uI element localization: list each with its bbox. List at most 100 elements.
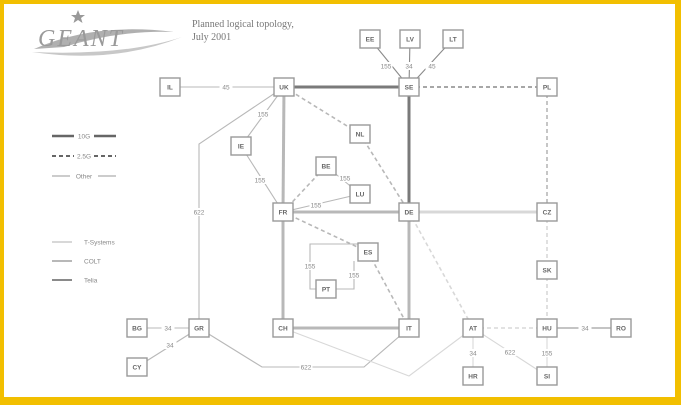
node-es[interactable]: ES <box>357 242 379 262</box>
node-box <box>398 77 420 97</box>
node-box <box>315 156 337 176</box>
logo-swoosh <box>34 29 174 49</box>
node-bg[interactable]: BG <box>126 318 148 338</box>
nodes-layer: IL UK SE EE LV LT PL IE NL BE LU FR DE CZ ES PT SK BG GR CH… <box>126 29 632 386</box>
node-pl[interactable]: PL <box>536 77 558 97</box>
node-label: SK <box>542 267 551 274</box>
node-be[interactable]: BE <box>315 156 337 176</box>
edge-label-bg <box>161 324 175 332</box>
diagram-frame: GEANT Planned logical topology, July 200… <box>4 4 675 397</box>
edge-label-ie-fr: 155 <box>255 177 266 184</box>
node-box <box>315 279 337 299</box>
edge-label-at-hr: 34 <box>469 350 477 357</box>
edge-label-bg <box>253 176 267 184</box>
node-label: UK <box>279 84 289 91</box>
node-ch[interactable]: CH <box>272 318 294 338</box>
edge-label-uk-gr: 622 <box>194 209 205 216</box>
node-box <box>610 318 632 338</box>
diagram-title-line2: July 2001 <box>192 32 231 43</box>
node-cz[interactable]: CZ <box>536 202 558 222</box>
node-box <box>462 366 484 386</box>
node-box <box>399 29 421 49</box>
node-box <box>462 318 484 338</box>
node-si[interactable]: SI <box>536 366 558 386</box>
node-label: PT <box>322 286 330 293</box>
node-box <box>188 318 210 338</box>
edge-label-at-si: 622 <box>505 349 516 356</box>
link-gr-it <box>198 327 410 368</box>
legend: 10G 2.5G Other T-Systems COLT Telia <box>52 132 116 285</box>
edge-label-hu-ro: 34 <box>581 325 589 332</box>
node-lv[interactable]: LV <box>399 29 421 49</box>
node-label: FR <box>279 209 288 216</box>
node-box <box>272 202 294 222</box>
edge-label-bg <box>309 201 323 209</box>
edge-label-bg <box>303 262 317 270</box>
node-label: PL <box>543 84 551 91</box>
node-label: NL <box>356 131 365 138</box>
node-box <box>536 366 558 386</box>
node-label: LT <box>449 36 456 43</box>
node-label: IE <box>238 143 245 150</box>
node-de[interactable]: DE <box>398 202 420 222</box>
node-se[interactable]: SE <box>398 77 420 97</box>
node-sk[interactable]: SK <box>536 260 558 280</box>
edge-label-bg <box>503 348 517 356</box>
edge-label-uk-ie: 155 <box>258 111 269 118</box>
node-lu[interactable]: LU <box>349 184 371 204</box>
node-label: LV <box>406 36 414 43</box>
link-de-at <box>408 211 474 329</box>
edge-label-il-uk: 45 <box>222 84 230 91</box>
node-il[interactable]: IL <box>159 77 181 97</box>
node-lt[interactable]: LT <box>442 29 464 49</box>
node-label: IT <box>406 325 412 332</box>
legend-label-colt: COLT <box>84 259 101 266</box>
node-ro[interactable]: RO <box>610 318 632 338</box>
node-nl[interactable]: NL <box>349 124 371 144</box>
node-box <box>536 318 558 338</box>
node-uk[interactable]: UK <box>273 77 295 97</box>
node-label: AT <box>469 325 477 332</box>
node-label: IL <box>167 84 173 91</box>
node-label: EE <box>366 36 375 43</box>
node-hu[interactable]: HU <box>536 318 558 338</box>
node-label: HR <box>468 373 478 380</box>
node-box <box>230 136 252 156</box>
edge-label-bg <box>256 110 270 118</box>
node-at[interactable]: AT <box>462 318 484 338</box>
link-uk-gr <box>198 86 285 328</box>
node-box <box>536 202 558 222</box>
edge-label-bg <box>402 62 416 70</box>
edge-label-bg <box>192 208 206 216</box>
node-box <box>357 242 379 262</box>
node-box <box>273 77 295 97</box>
node-gr[interactable]: GR <box>188 318 210 338</box>
edge-label-bg <box>578 324 592 332</box>
node-hr[interactable]: HR <box>462 366 484 386</box>
logo-swoosh-lower <box>32 37 182 56</box>
node-ee[interactable]: EE <box>359 29 381 49</box>
node-label: DE <box>404 209 414 216</box>
node-it[interactable]: IT <box>398 318 420 338</box>
node-box <box>349 124 371 144</box>
node-cy[interactable]: CY <box>126 357 148 377</box>
edge-label-pt-es: 155 <box>349 272 360 279</box>
link-uk-fr <box>281 86 286 213</box>
legend-label-2-5g: 2.5G <box>77 154 91 161</box>
node-fr[interactable]: FR <box>272 202 294 222</box>
diagram-title-line1: Planned logical topology, <box>192 19 294 30</box>
node-label: ES <box>364 249 373 256</box>
link-uk-nl <box>283 86 361 135</box>
node-box <box>442 29 464 49</box>
node-label: CH <box>278 325 288 332</box>
edge-label-ee-se: 155 <box>381 63 392 70</box>
edge-label-be-lu: 155 <box>340 175 351 182</box>
node-label: LU <box>356 191 365 198</box>
node-box <box>536 260 558 280</box>
node-pt[interactable]: PT <box>315 279 337 299</box>
link-pt-es <box>336 261 355 290</box>
node-box <box>349 184 371 204</box>
edge-label-gr-it: 622 <box>301 364 312 371</box>
node-ie[interactable]: IE <box>230 136 252 156</box>
node-label: SE <box>405 84 414 91</box>
